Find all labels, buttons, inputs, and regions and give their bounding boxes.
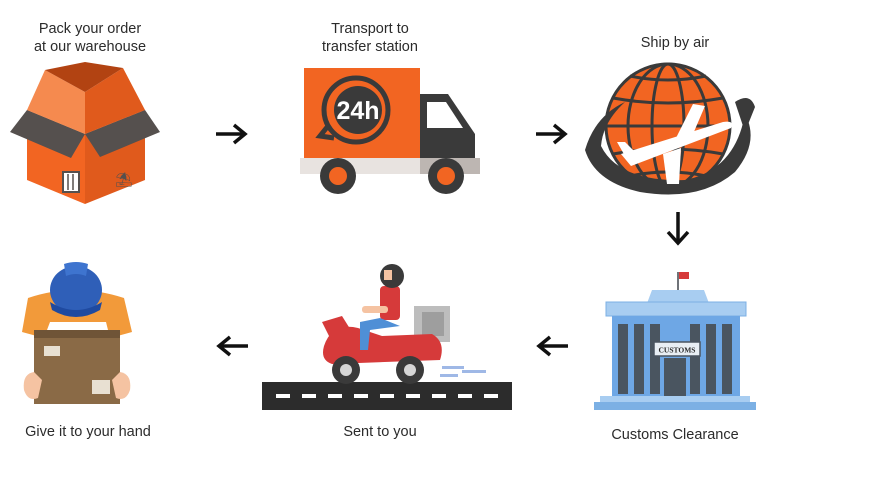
arrow-left-icon	[536, 335, 568, 357]
customs-sign-text: CUSTOMS	[659, 346, 696, 355]
step-pack-label: Pack your order at our warehouse	[20, 20, 160, 56]
box-icon: ⛱	[10, 62, 160, 204]
scooter-delivery-icon	[262, 264, 512, 410]
step-sent-label: Sent to you	[310, 423, 450, 441]
step-pack-line1: Pack your order	[38, 21, 142, 37]
step-hand-line1: Give it to your hand	[25, 424, 151, 440]
step-transport-line2: transfer station	[322, 39, 418, 55]
customs-building-icon: CUSTOMS	[594, 272, 756, 410]
truck-badge-text: 24h	[336, 97, 379, 125]
arrow-left-icon	[216, 335, 248, 357]
truck-icon: 24h	[300, 68, 480, 194]
step-hand-label: Give it to your hand	[8, 423, 168, 441]
step-air-label: Ship by air	[600, 34, 750, 52]
step-customs-label: Customs Clearance	[590, 426, 760, 444]
person-holding-box-icon	[22, 262, 132, 404]
arrow-down-icon	[666, 212, 690, 246]
step-transport-line1: Transport to	[331, 21, 409, 37]
svg-text:⛱: ⛱	[115, 172, 133, 188]
step-pack-line2: at our warehouse	[33, 39, 147, 55]
step-transport-label: Transport to transfer station	[300, 20, 440, 56]
globe-plane-icon	[585, 62, 755, 195]
step-customs-line1: Customs Clearance	[611, 427, 739, 443]
arrow-right-icon	[216, 123, 248, 145]
step-sent-line1: Sent to you	[343, 424, 417, 440]
arrow-right-icon	[536, 123, 568, 145]
step-air-line1: Ship by air	[640, 35, 710, 51]
